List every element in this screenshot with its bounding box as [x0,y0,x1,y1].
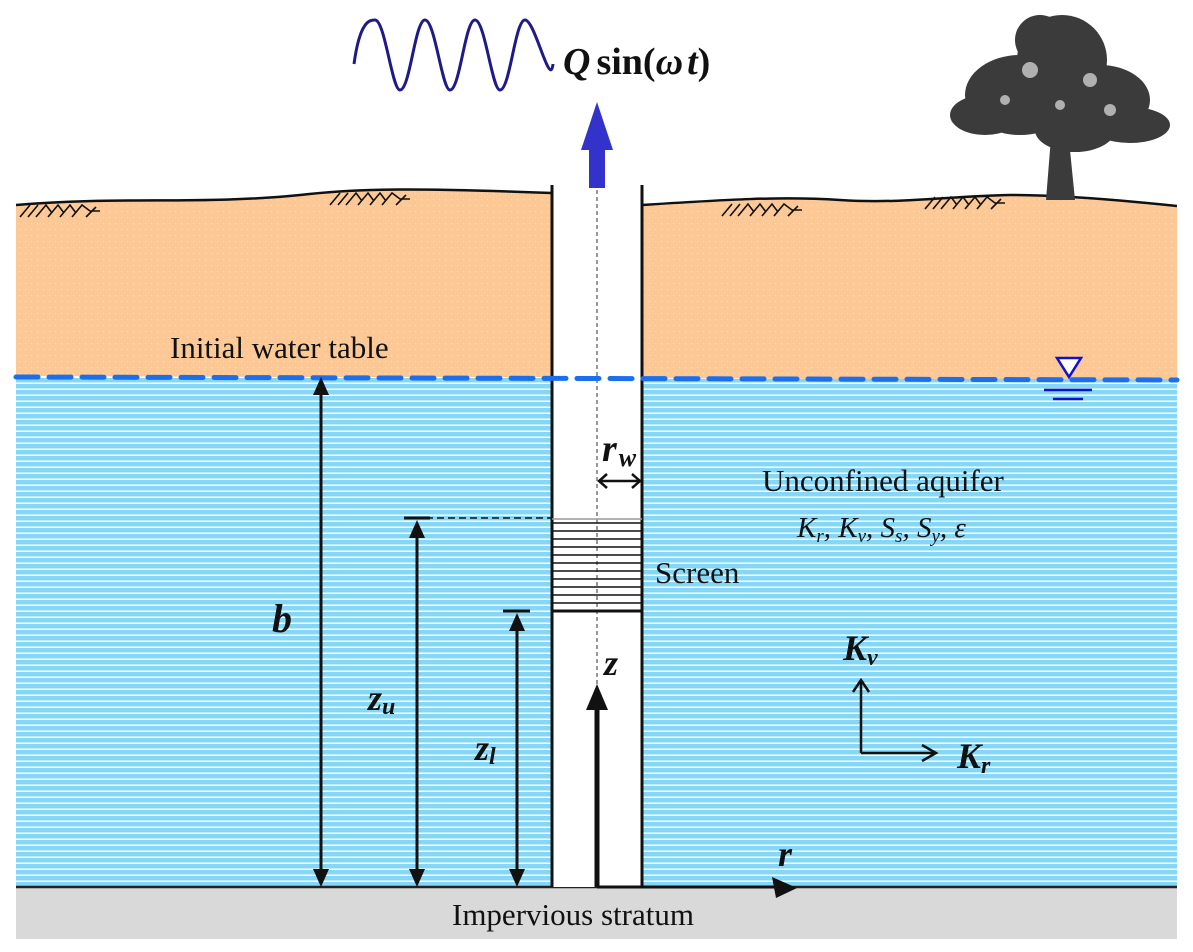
ground-hatch-icon [19,191,1005,218]
kv-label: Kv [842,628,878,671]
water-table-line [13,374,1180,383]
rw-dimension-arrow [597,473,642,489]
zl-dimension-arrow [503,609,530,887]
zu-label: zu [366,678,395,720]
initial-water-table-label: Initial water table [170,330,389,365]
soil-left [16,189,552,378]
kr-label: Kr [956,736,991,779]
r-axis-label: r [778,834,793,874]
aquifer-water-right [642,379,1177,887]
zu-dimension-arrow [404,516,430,887]
conductivity-axes-icon [851,677,939,763]
aquifer-parameters: Kr, Kv, Ss, Sy, ε [796,512,966,547]
screen-label: Screen [655,555,740,590]
ground-surface-left [15,188,553,207]
b-label: b [272,596,292,641]
sine-wave-icon [352,18,555,92]
z-axis-label: z [602,643,618,683]
b-dimension-arrow [313,377,329,887]
unconfined-aquifer-label: Unconfined aquifer [762,463,1005,498]
impervious-stratum-label: Impervious stratum [452,897,694,932]
ground-surface-right [641,193,1178,208]
tree-icon [950,15,1170,200]
aquifer-water-left [16,377,552,887]
water-table-symbol-icon [1044,356,1092,401]
r-axis-arrow [597,877,797,898]
impervious-stratum [16,887,1177,939]
pumping-arrow-icon [581,102,613,188]
z-axis-arrow [586,684,608,887]
soil-right [642,195,1177,381]
well-screen [552,518,642,613]
zl-label: zl [473,728,496,770]
rw-label: rw [602,428,637,472]
